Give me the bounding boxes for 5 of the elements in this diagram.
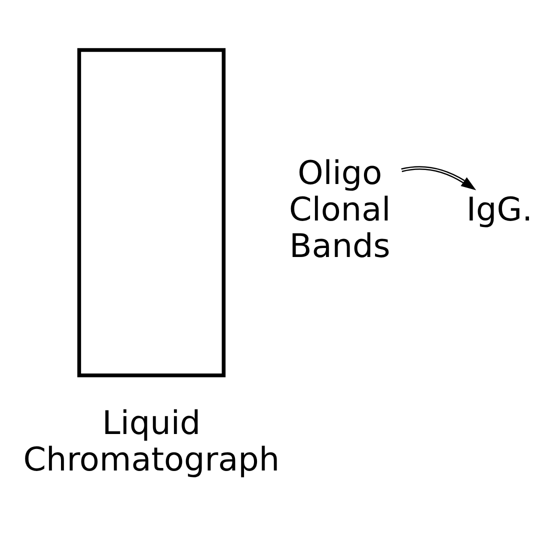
node-text: IgG. [466,190,532,228]
node-text: Oligo Clonal Bands [289,154,391,265]
arrow [401,166,476,190]
node-label: Liquid Chromatograph [23,404,280,478]
node-box [77,48,226,377]
